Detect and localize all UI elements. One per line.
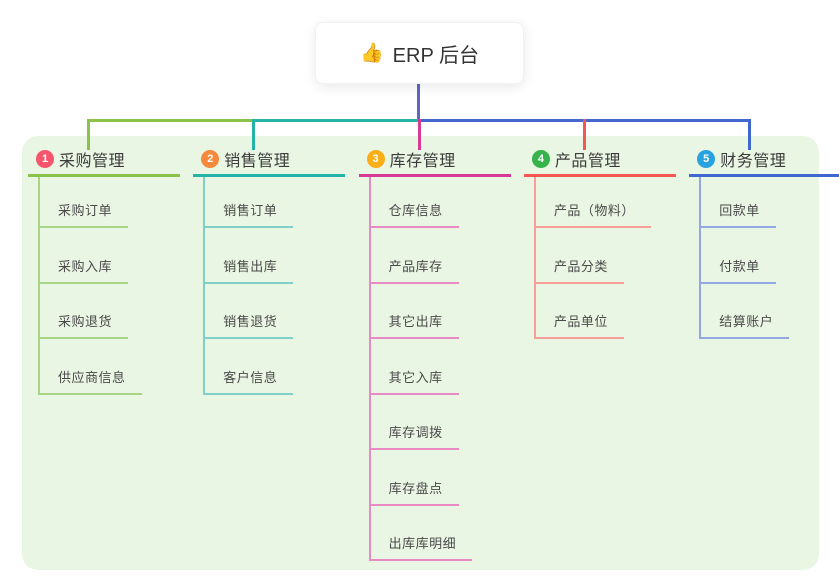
child-node-3-0[interactable]: 产品（物料） bbox=[533, 200, 651, 228]
branch-node-0[interactable]: 1 采购管理 bbox=[28, 144, 180, 177]
child-row: 客户信息 bbox=[193, 339, 345, 395]
child-node-2-1[interactable]: 产品库存 bbox=[368, 256, 459, 284]
child-node-2-6[interactable]: 出库库明细 bbox=[368, 533, 473, 561]
child-row: 产品分类 bbox=[524, 228, 676, 284]
drop-line-4 bbox=[748, 119, 752, 150]
thumbs-up-icon: 👍 bbox=[360, 43, 384, 64]
child-node-2-4[interactable]: 库存调拨 bbox=[368, 422, 459, 450]
child-node-1-2[interactable]: 销售退货 bbox=[203, 311, 294, 339]
child-row: 产品单位 bbox=[524, 284, 676, 339]
branch-children: 回款单付款单结算账户 bbox=[689, 177, 839, 339]
branch-node-label: 采购管理 bbox=[59, 153, 126, 170]
child-row: 采购入库 bbox=[28, 228, 180, 284]
child-row: 库存盘点 bbox=[359, 450, 511, 506]
branch-children: 产品（物料） 产品分类产品单位 bbox=[524, 177, 676, 339]
child-row: 付款单 bbox=[689, 228, 839, 284]
bus-segment-0 bbox=[87, 119, 256, 122]
branch-children: 销售订单销售出库销售退货客户信息 bbox=[193, 177, 345, 395]
child-row: 产品库存 bbox=[359, 228, 511, 284]
child-row: 库存调拨 bbox=[359, 395, 511, 450]
child-node-3-2[interactable]: 产品单位 bbox=[533, 311, 624, 339]
child-node-2-2[interactable]: 其它出库 bbox=[368, 311, 459, 339]
child-row: 销售退货 bbox=[193, 284, 345, 339]
drop-line-0 bbox=[87, 119, 90, 150]
child-node-4-2[interactable]: 结算账户 bbox=[699, 311, 790, 339]
child-node-0-0[interactable]: 采购订单 bbox=[38, 200, 129, 228]
child-row: 仓库信息 bbox=[359, 177, 511, 228]
branch-children: 仓库信息产品库存其它出库其它入库库存调拨库存盘点出库库明细 bbox=[359, 177, 511, 561]
branch-node-label: 财务管理 bbox=[720, 153, 787, 170]
branch-0: 1 采购管理采购订单采购入库采购退货供应商信息 bbox=[28, 144, 180, 395]
child-row: 其它入库 bbox=[359, 339, 511, 395]
branch-node-label: 库存管理 bbox=[389, 153, 456, 170]
child-node-0-2[interactable]: 采购退货 bbox=[38, 311, 129, 339]
child-row: 回款单 bbox=[689, 177, 839, 228]
child-node-2-0[interactable]: 仓库信息 bbox=[368, 200, 459, 228]
child-row: 其它出库 bbox=[359, 284, 511, 339]
child-row: 出库库明细 bbox=[359, 506, 511, 561]
child-row: 采购订单 bbox=[28, 177, 180, 228]
branches-panel bbox=[22, 136, 819, 570]
drop-line-2 bbox=[417, 119, 421, 150]
child-node-4-0[interactable]: 回款单 bbox=[699, 200, 776, 228]
child-row: 产品（物料） bbox=[524, 177, 676, 228]
child-node-0-3[interactable]: 供应商信息 bbox=[38, 367, 142, 395]
child-row: 供应商信息 bbox=[28, 339, 180, 395]
child-node-1-0[interactable]: 销售订单 bbox=[203, 200, 294, 228]
branch-rail-line bbox=[38, 177, 40, 395]
child-row: 结算账户 bbox=[689, 284, 839, 339]
branch-badge-icon: 3 bbox=[366, 150, 385, 168]
branch-node-label: 销售管理 bbox=[224, 153, 291, 170]
child-row: 销售订单 bbox=[193, 177, 345, 228]
root-connector-line bbox=[417, 84, 420, 122]
branch-rail-line bbox=[699, 177, 702, 339]
bus-segment-1 bbox=[252, 119, 421, 122]
child-node-4-1[interactable]: 付款单 bbox=[699, 256, 776, 284]
child-row: 采购退货 bbox=[28, 284, 180, 339]
branch-rail-line bbox=[368, 177, 371, 561]
drop-line-3 bbox=[582, 119, 586, 150]
child-row: 销售出库 bbox=[193, 228, 345, 284]
child-node-0-1[interactable]: 采购入库 bbox=[38, 256, 129, 284]
child-node-2-5[interactable]: 库存盘点 bbox=[368, 478, 459, 506]
branch-badge-icon: 1 bbox=[36, 150, 54, 168]
branch-badge-icon: 4 bbox=[531, 150, 550, 168]
branch-children: 采购订单采购入库采购退货供应商信息 bbox=[28, 177, 180, 395]
branch-badge-icon: 2 bbox=[201, 150, 220, 168]
root-node[interactable]: 👍 ERP 后台 bbox=[315, 22, 524, 84]
drop-line-1 bbox=[252, 119, 256, 150]
root-node-label: ERP 后台 bbox=[392, 44, 479, 67]
child-node-1-3[interactable]: 客户信息 bbox=[203, 367, 294, 395]
branch-node-label: 产品管理 bbox=[554, 153, 621, 170]
branch-badge-icon: 5 bbox=[697, 150, 716, 168]
child-node-1-1[interactable]: 销售出库 bbox=[203, 256, 294, 284]
branch-rail-line bbox=[203, 177, 206, 395]
child-node-3-1[interactable]: 产品分类 bbox=[533, 256, 624, 284]
branch-rail-line bbox=[533, 177, 536, 339]
child-node-2-3[interactable]: 其它入库 bbox=[368, 367, 459, 395]
